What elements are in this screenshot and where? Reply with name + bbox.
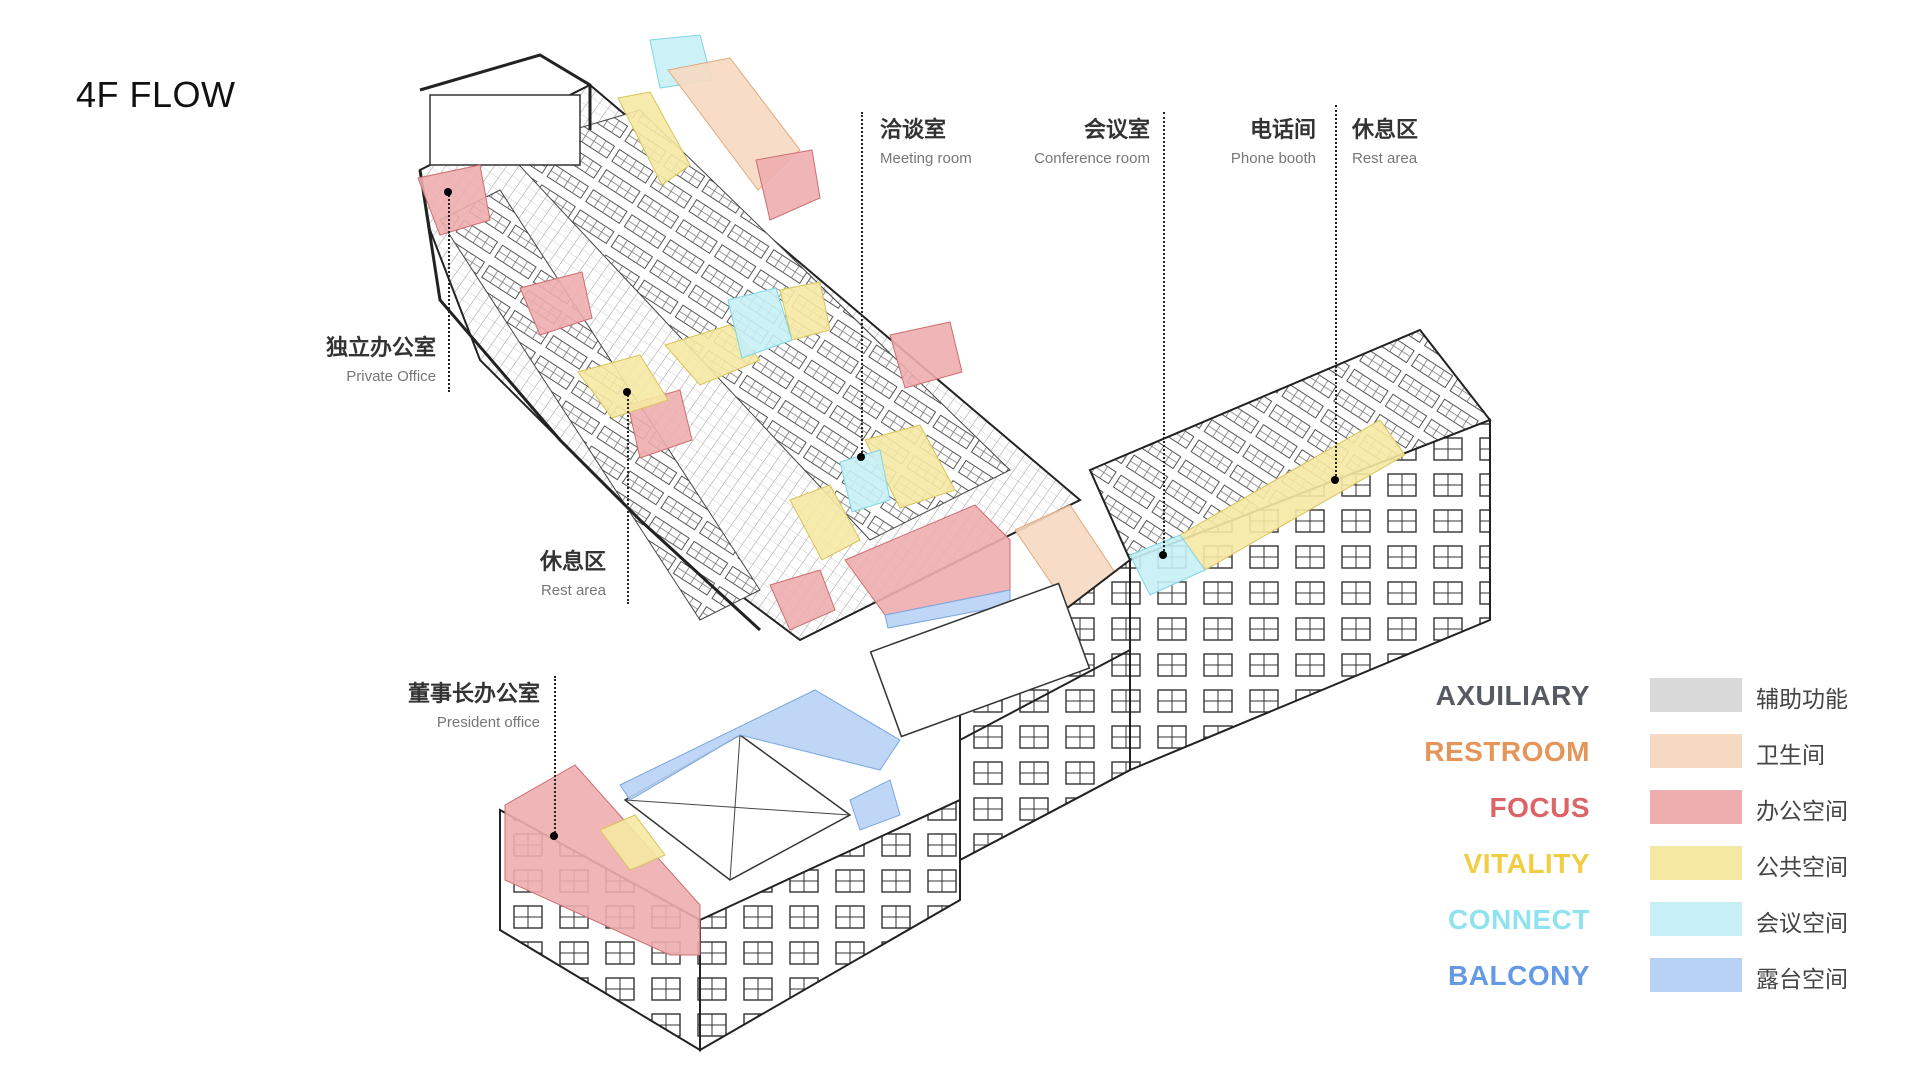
annotation-meeting-zh: 洽谈室 — [880, 118, 947, 143]
lower-block-front-facade — [699, 798, 961, 1052]
annotation-private-zh: 独立办公室 — [325, 336, 436, 361]
marker-rest-area-left — [623, 388, 631, 396]
legend-category-zh: 公共空间 — [1756, 855, 1848, 881]
legend-category-zh: 露台空间 — [1756, 967, 1848, 993]
legend-row-vitality: VITALITY 公共空间 — [1460, 840, 1860, 896]
leader-private-office — [448, 192, 450, 392]
annotation-phone-zh: 电话间 — [1249, 118, 1316, 143]
zone-vitality-rest-left — [577, 354, 669, 419]
zone-focus-left-2 — [519, 271, 593, 336]
main-wing-top-wall — [419, 53, 592, 130]
legend-category-name: RESTROOM — [1424, 736, 1590, 767]
legend-color-swatch — [1650, 734, 1742, 768]
leader-rest-area-top — [1335, 105, 1337, 480]
zone-vitality-president — [599, 814, 666, 871]
legend-color-swatch — [1650, 846, 1742, 880]
lower-wing — [499, 582, 1131, 1052]
zone-balcony-right-step — [849, 779, 901, 831]
marker-president-office — [550, 832, 558, 840]
main-wing-zones — [417, 34, 1161, 681]
zone-balcony-lower — [619, 689, 901, 801]
zone-vitality-center-right — [779, 281, 831, 341]
annotation-rest-area-top: 休息区 Rest area — [1352, 112, 1418, 167]
zone-focus-large-bottom — [844, 504, 1011, 616]
zone-connect-meeting — [839, 449, 891, 513]
zone-vitality-bottom-left — [789, 484, 861, 561]
annotation-phone-booth: 电话间 Phone booth — [1200, 112, 1316, 167]
zone-focus-top-right — [755, 149, 821, 221]
leader-president-office — [554, 676, 556, 836]
zone-restroom-top — [667, 57, 801, 191]
page-title: 4F FLOW — [76, 74, 236, 115]
legend-row-balcony: BALCONY 露台空间 — [1448, 952, 1860, 1008]
legend-color-swatch — [1650, 790, 1742, 824]
legend-row-axuiliary: AXUILIARY 辅助功能 — [1436, 672, 1860, 728]
annotation-rest-top-en: Rest area — [1352, 150, 1418, 167]
legend-color-swatch — [1650, 678, 1742, 712]
zone-focus-left-4 — [769, 569, 836, 631]
legend-category-zh: 办公空间 — [1756, 799, 1848, 825]
legend-category-zh: 卫生间 — [1756, 743, 1825, 769]
annotation-president-en: President office — [436, 714, 540, 731]
annotation-phone-en: Phone booth — [1230, 150, 1316, 167]
legend-color-swatch — [1650, 902, 1742, 936]
annotation-rest-left-en: Rest area — [540, 582, 606, 599]
legend-row-connect: CONNECT 会议空间 — [1448, 896, 1860, 952]
legend-row-focus: FOCUS 办公空间 — [1460, 784, 1860, 840]
marker-private-office — [444, 188, 452, 196]
middle-roof — [869, 582, 1091, 738]
leader-conference-room — [1163, 112, 1165, 555]
marker-meeting-room — [857, 453, 865, 461]
zone-focus-left-1 — [417, 164, 491, 236]
zone-focus-right-mid — [889, 321, 963, 389]
annotation-rest-area-left: 休息区 Rest area — [490, 544, 606, 599]
legend-category-name: VITALITY — [1463, 848, 1590, 879]
marker-rest-area-top — [1331, 476, 1339, 484]
annotation-rest-top-zh: 休息区 — [1352, 118, 1419, 143]
main-wing-outer-wall — [418, 169, 762, 632]
legend-color-swatch — [1650, 958, 1742, 992]
marker-conference-room — [1159, 551, 1167, 559]
legend-category-name: CONNECT — [1448, 904, 1590, 935]
annotation-conference-zh: 会议室 — [1083, 118, 1150, 143]
annotation-private-office: 独立办公室 Private Office — [270, 330, 436, 385]
legend-category-name: BALCONY — [1448, 960, 1590, 991]
zone-connect-center — [727, 287, 793, 359]
annotation-rest-left-zh: 休息区 — [539, 550, 606, 575]
leader-meeting-room — [861, 112, 863, 457]
legend-row-restroom: RESTROOM 卫生间 — [1424, 728, 1860, 784]
annotation-meeting-en: Meeting room — [880, 150, 972, 167]
legend: AXUILIARY 辅助功能 RESTROOM 卫生间 FOCUS 办公空间 VITALIT… — [1424, 672, 1860, 1008]
legend-category-name: FOCUS — [1489, 792, 1590, 823]
leader-rest-area-left — [627, 392, 629, 604]
legend-category-zh: 会议空间 — [1756, 911, 1848, 937]
annotation-conference-room: 会议室 Conference room — [990, 112, 1150, 167]
annotation-meeting-room: 洽谈室 Meeting room — [880, 112, 972, 167]
legend-category-zh: 辅助功能 — [1756, 687, 1848, 713]
legend-category-name: AXUILIARY — [1435, 680, 1590, 711]
annotation-private-en: Private Office — [346, 368, 436, 385]
annotation-president-office: 董事长办公室 President office — [380, 676, 540, 731]
zone-vitality-meeting — [864, 424, 956, 509]
middle-block-facade — [959, 648, 1131, 862]
zone-focus-president — [504, 764, 701, 956]
zone-vitality-center — [664, 324, 761, 386]
zone-vitality-top — [617, 91, 691, 186]
annotation-president-zh: 董事长办公室 — [407, 682, 540, 707]
rooftop-top-left — [429, 94, 581, 166]
annotation-conference-en: Conference room — [1034, 150, 1150, 167]
